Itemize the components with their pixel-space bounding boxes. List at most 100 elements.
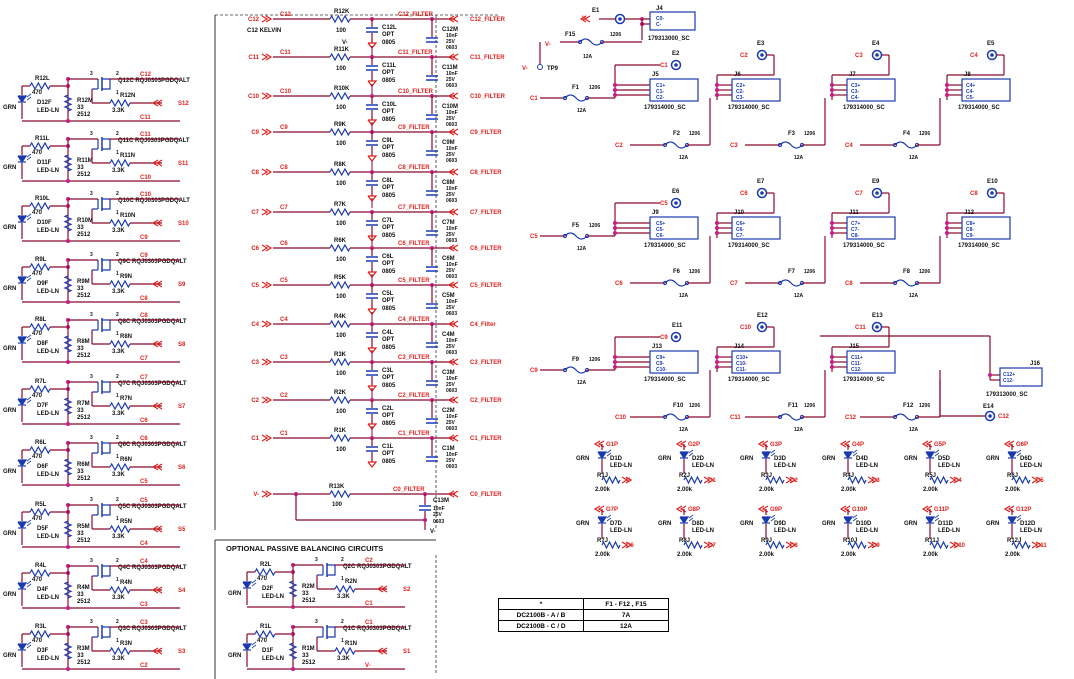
net-label: C1_FILTER: [470, 436, 502, 442]
led-ray: [251, 644, 257, 649]
part-label: 2512: [77, 172, 91, 178]
part-label: 33: [77, 531, 84, 537]
resistor: [601, 540, 621, 550]
connector-pin-label: C12+: [1003, 372, 1015, 378]
net-label: G9P: [770, 507, 782, 513]
net-flag-arrow: [265, 396, 273, 404]
connector-pin-label: C2+: [736, 83, 745, 89]
resistor: [29, 81, 51, 91]
part-label: 0603: [446, 238, 457, 244]
part-label: GRN: [822, 521, 835, 527]
part-label: 470: [32, 577, 43, 583]
led-ray: [26, 580, 32, 585]
part-label: C2L: [382, 406, 394, 412]
part-label: 1206: [689, 131, 700, 137]
led: [17, 398, 28, 407]
turret-terminal: [875, 325, 879, 329]
net-flag-arrow: [451, 128, 459, 136]
part-label: OPT: [382, 225, 395, 231]
part-label: GRN: [3, 592, 16, 598]
part-label: R2N: [345, 579, 357, 585]
part-label: 12A: [909, 155, 919, 161]
net-flag-arrow: [155, 647, 163, 655]
part-label: 33: [77, 469, 84, 475]
net-label: C2_FILTER: [470, 398, 502, 404]
part-label: C1L: [382, 444, 394, 450]
net-flag-arrow: [447, 244, 455, 252]
resistor: [29, 322, 51, 332]
part-label: 179313000_SC: [648, 36, 690, 42]
part-label: 25V: [446, 344, 456, 350]
ground-symbol: [367, 119, 378, 126]
fuse: [779, 413, 803, 421]
connector-body: [731, 216, 781, 240]
part-label: D1F: [262, 648, 274, 654]
part-label: GRN: [658, 521, 671, 527]
part-label: 179314000_SC: [843, 377, 885, 383]
connector-body: [846, 216, 896, 240]
turret-terminal: [618, 17, 622, 21]
net-flag-arrow: [1003, 505, 1011, 513]
net-flag-arrow: [789, 476, 797, 484]
net-flag-arrow: [155, 159, 163, 167]
net-flag-arrow: [151, 463, 159, 471]
connector-pin-label: C0-: [656, 16, 664, 22]
turret-terminal: [760, 53, 764, 57]
part-label: F10: [673, 403, 684, 409]
net-label: C9_FILTER: [470, 130, 502, 136]
junction-dot: [945, 88, 949, 92]
net-flag-arrow: [265, 244, 273, 252]
led-ray: [26, 644, 32, 649]
part-label: R3L: [35, 624, 47, 630]
part-label: 100: [336, 28, 347, 34]
part-label: 3.3K: [337, 656, 350, 662]
part-label: 33: [77, 105, 84, 111]
part-label: OPT: [382, 451, 395, 457]
part-label: R2L: [260, 562, 272, 568]
part-label: F9: [572, 357, 580, 363]
part-label: R8K: [334, 162, 347, 168]
net-label: C11: [248, 55, 259, 61]
turret-terminal: [670, 59, 682, 71]
part-label: 3.3K: [112, 411, 125, 417]
fuse: [892, 414, 898, 420]
part-label: LED-LN: [856, 463, 878, 469]
part-label: 12A: [577, 380, 587, 386]
led-ray: [934, 514, 940, 519]
net-label: C6: [251, 246, 259, 252]
net-flag-arrow: [707, 476, 715, 484]
junction-dot: [945, 93, 949, 97]
net-flag-arrow: [675, 440, 683, 448]
part-label: C6M: [442, 256, 455, 262]
part-label: D9F: [37, 281, 49, 287]
net-label: C8_FILTER: [470, 170, 502, 176]
part-label: 2.00k: [841, 552, 857, 558]
part-label: 3: [315, 619, 318, 625]
net-label: C1: [365, 601, 373, 607]
part-label: 0805: [382, 153, 396, 159]
net-flag-arrow: [151, 647, 159, 655]
net-label: C1: [530, 96, 538, 102]
junction-dot: [66, 360, 70, 364]
resistor: [254, 629, 276, 639]
net-flag-arrow: [447, 168, 455, 176]
part-label: J9: [652, 210, 659, 216]
part-label: 0603: [446, 350, 457, 356]
part-label: 3: [90, 191, 93, 197]
net-flag-arrow: [757, 440, 765, 448]
resistor: [329, 167, 351, 177]
part-label: 33: [302, 653, 309, 659]
net-flag-arrow: [703, 541, 711, 549]
part-label: 2: [116, 252, 119, 258]
part-label: 1206: [589, 223, 600, 229]
mosfet-label: Q12C RQJ0303PGDQALT: [118, 78, 190, 84]
resistor: [1011, 475, 1031, 485]
led: [761, 516, 772, 525]
part-label: 3.3K: [112, 108, 125, 114]
part-label: C5L: [382, 291, 394, 297]
net-label: C3_FILTER: [470, 360, 502, 366]
resistor: [109, 462, 131, 472]
net-label: C5: [140, 479, 148, 485]
resistor: [109, 585, 131, 595]
net-label: C3: [280, 355, 288, 361]
